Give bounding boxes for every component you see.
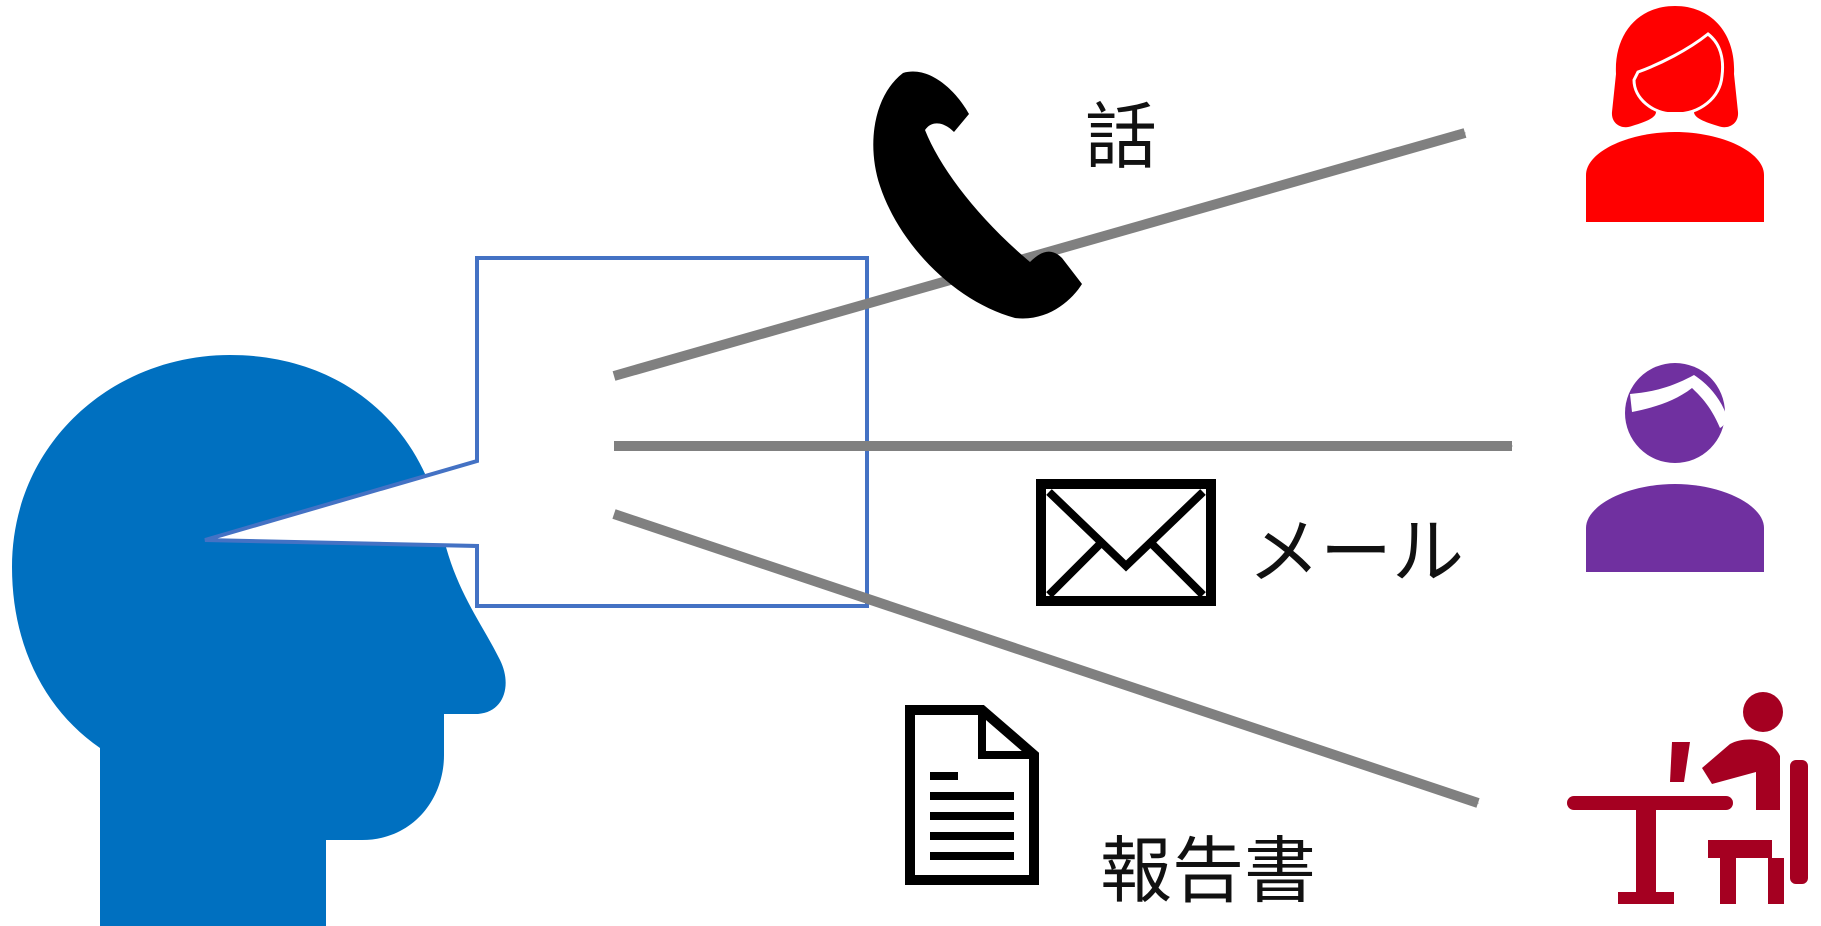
document-icon bbox=[905, 705, 1039, 885]
phone-label: 話 bbox=[1085, 95, 1157, 179]
envelope-icon bbox=[1036, 479, 1216, 606]
phone-handset-icon bbox=[873, 71, 1082, 319]
speech-bubble-icon bbox=[204, 256, 869, 608]
speaker-head-icon bbox=[12, 355, 506, 926]
woman-icon bbox=[1586, 6, 1764, 222]
person-icon bbox=[1586, 363, 1764, 572]
desk-worker-icon bbox=[1567, 692, 1808, 904]
report-label: 報告書 bbox=[1100, 829, 1316, 913]
arrow-to-worker bbox=[612, 509, 1480, 808]
email-label: メール bbox=[1248, 510, 1464, 594]
